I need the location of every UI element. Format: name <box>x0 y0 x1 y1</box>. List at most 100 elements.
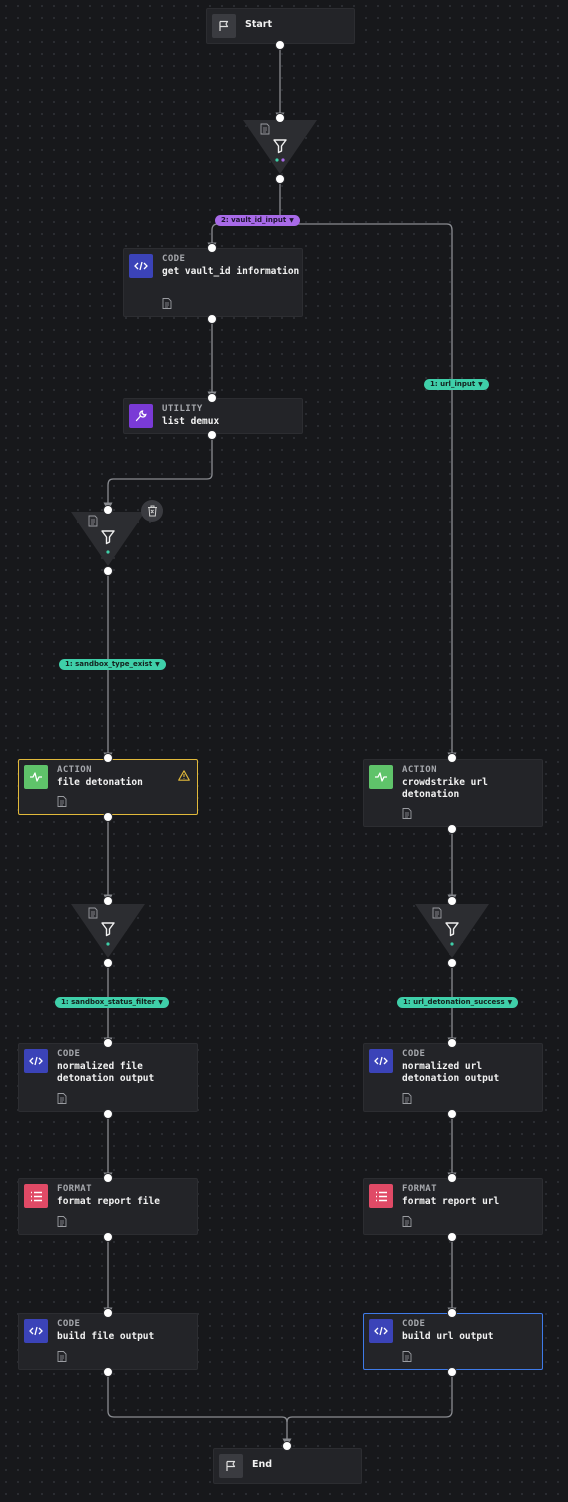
node-file-detonation[interactable]: ACTION file detonation <box>18 759 198 815</box>
document-icon <box>432 907 442 919</box>
buildurl-out-port[interactable] <box>447 1367 457 1377</box>
document-icon <box>57 1351 67 1362</box>
edge-demux-filter2 <box>103 434 213 512</box>
condition-badge-url-detonation-success[interactable]: 1: url_detonation_success▼ <box>397 997 519 1008</box>
filter1-out-port[interactable] <box>275 174 285 184</box>
code-icon <box>369 1049 393 1073</box>
node-get-vault-id[interactable]: CODE get vault_id information <box>123 248 303 317</box>
node-title: file detonation <box>57 777 143 788</box>
wrench-icon <box>129 404 153 428</box>
getvault-out-port[interactable] <box>207 314 217 324</box>
warning-icon[interactable] <box>178 770 190 781</box>
document-icon <box>402 1216 412 1227</box>
node-format-report-url[interactable]: FORMAT format report url <box>363 1178 543 1235</box>
start-label: Start <box>245 19 273 30</box>
end-in-port[interactable] <box>282 1441 292 1451</box>
activity-icon <box>369 765 393 789</box>
node-type-label: UTILITY <box>162 404 203 414</box>
code-icon <box>129 254 153 278</box>
caret-down-icon: ▼ <box>155 661 160 668</box>
normfile-in-port[interactable] <box>103 1038 113 1048</box>
node-normalized-file-detonation-output[interactable]: CODE normalized file detonation output <box>18 1043 198 1112</box>
document-icon <box>57 796 67 807</box>
node-type-label: CODE <box>57 1319 81 1329</box>
list-icon <box>369 1184 393 1208</box>
filter2-out-port[interactable] <box>103 566 113 576</box>
filter-node-3[interactable] <box>71 902 145 958</box>
flag-icon <box>219 1454 243 1478</box>
normurl-out-port[interactable] <box>447 1109 457 1119</box>
list-icon <box>24 1184 48 1208</box>
trash-icon <box>147 505 157 517</box>
document-icon <box>57 1093 67 1104</box>
document-icon <box>402 808 412 819</box>
node-title: build file output <box>57 1331 155 1342</box>
end-label: End <box>252 1459 273 1470</box>
caret-down-icon: ▼ <box>478 381 483 388</box>
filter1-in-port[interactable] <box>275 113 285 123</box>
filedet-in-port[interactable] <box>103 753 113 763</box>
condition-badge-sandbox-status-filter[interactable]: 1: sandbox_status_filter▼ <box>55 997 169 1008</box>
normurl-in-port[interactable] <box>447 1038 457 1048</box>
node-title: normalized file detonation output <box>57 1061 155 1084</box>
node-list-demux[interactable]: UTILITY list demux <box>123 398 303 434</box>
document-icon <box>402 1093 412 1104</box>
filter4-in-port[interactable] <box>447 896 457 906</box>
demux-out-port[interactable] <box>207 430 217 440</box>
demux-in-port[interactable] <box>207 393 217 403</box>
node-crowdstrike-url-detonation[interactable]: ACTION crowdstrike url detonation <box>363 759 543 827</box>
node-build-file-output[interactable]: CODE build file output <box>18 1313 198 1370</box>
node-format-report-file[interactable]: FORMAT format report file <box>18 1178 198 1235</box>
node-title: crowdstrike url detonation <box>402 777 488 800</box>
node-title: normalized url detonation output <box>402 1061 500 1084</box>
node-type-label: CODE <box>162 254 186 264</box>
filedet-out-port[interactable] <box>103 812 113 822</box>
node-build-url-output[interactable]: CODE build url output <box>363 1313 543 1370</box>
start-out-port[interactable] <box>275 40 285 50</box>
normfile-out-port[interactable] <box>103 1109 113 1119</box>
caret-down-icon: ▼ <box>289 217 294 224</box>
node-title: build url output <box>402 1331 494 1342</box>
urldet-out-port[interactable] <box>447 824 457 834</box>
urldet-in-port[interactable] <box>447 753 457 763</box>
buildfile-out-port[interactable] <box>103 1367 113 1377</box>
filter4-out-port[interactable] <box>447 958 457 968</box>
formaturl-in-port[interactable] <box>447 1173 457 1183</box>
filter2-in-port[interactable] <box>103 505 113 515</box>
buildurl-in-port[interactable] <box>447 1308 457 1318</box>
filter3-out-port[interactable] <box>103 958 113 968</box>
edge-buildfile-end <box>107 1372 292 1448</box>
code-icon <box>24 1049 48 1073</box>
edge-buildurl-end <box>286 1372 453 1423</box>
condition-badge-sandbox-type-exist[interactable]: 1: sandbox_type_exist▼ <box>59 659 166 670</box>
buildfile-in-port[interactable] <box>103 1308 113 1318</box>
filter-node-4[interactable] <box>415 902 489 958</box>
formatfile-in-port[interactable] <box>103 1173 113 1183</box>
start-node[interactable]: Start <box>206 8 355 44</box>
activity-icon <box>24 765 48 789</box>
filter-icon <box>273 139 287 154</box>
node-title: list demux <box>162 416 220 427</box>
filter3-in-port[interactable] <box>103 896 113 906</box>
node-title: format report file <box>57 1196 160 1207</box>
node-type-label: ACTION <box>402 765 437 775</box>
document-icon <box>88 907 98 919</box>
filter-node-2[interactable] <box>71 510 145 566</box>
document-icon <box>402 1351 412 1362</box>
code-icon <box>24 1319 48 1343</box>
node-type-label: CODE <box>57 1049 81 1059</box>
condition-badge-url-input[interactable]: 1: url_input▼ <box>424 379 489 390</box>
node-normalized-url-detonation-output[interactable]: CODE normalized url detonation output <box>363 1043 543 1112</box>
node-type-label: CODE <box>402 1319 426 1329</box>
formatfile-out-port[interactable] <box>103 1232 113 1242</box>
filter-icon <box>101 530 115 545</box>
document-icon <box>88 515 98 527</box>
delete-button[interactable] <box>141 500 163 522</box>
node-title: get vault_id information <box>162 266 300 277</box>
condition-badge-vault-id-input[interactable]: 2: vault_id_input▼ <box>215 215 300 226</box>
getvault-in-port[interactable] <box>207 243 217 253</box>
filter-node-1[interactable] <box>243 118 317 174</box>
formaturl-out-port[interactable] <box>447 1232 457 1242</box>
end-node[interactable]: End <box>213 1448 362 1484</box>
